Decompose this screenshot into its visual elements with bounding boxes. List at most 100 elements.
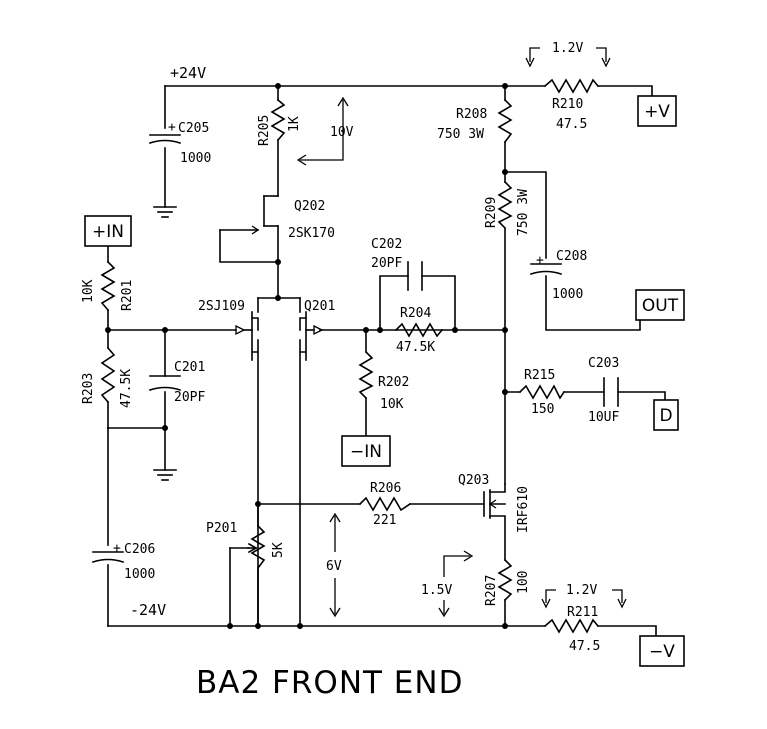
- resistor-r211: [543, 618, 600, 634]
- resistor-r205: [270, 98, 286, 142]
- ground-symbol-c201: [153, 469, 177, 481]
- svg-text:OUT: OUT: [642, 296, 679, 316]
- transistor-q202: [251, 225, 260, 235]
- port-plus-in: +IN: [84, 215, 132, 247]
- port-minus-v: −V: [639, 635, 685, 667]
- r203-value: 47.5K: [119, 369, 134, 408]
- q201-ref: Q201: [304, 299, 335, 314]
- p201-value: 5K: [271, 542, 286, 558]
- c205-value: 1000: [180, 151, 211, 166]
- r209-ref: R209: [484, 197, 499, 228]
- v-1-2v-top: 1.2V: [552, 41, 583, 56]
- v-10v: 10V: [330, 125, 354, 140]
- c202-ref: C202: [371, 237, 402, 252]
- r209-value: 750 3W: [516, 189, 531, 236]
- resistor-r204: [394, 322, 444, 338]
- port-d: D: [653, 399, 679, 431]
- junction-dots: [105, 83, 508, 629]
- r208-value: 750 3W: [437, 127, 484, 142]
- r210-value: 47.5: [556, 117, 587, 132]
- c205-ref: C205: [178, 121, 209, 136]
- resistor-r210: [543, 78, 600, 94]
- labels: +24V -24V + C205 1000 R205 1K 10V Q202 2…: [81, 41, 619, 701]
- wires: [107, 85, 666, 637]
- r211-value: 47.5: [569, 639, 600, 654]
- r205-ref: R205: [257, 115, 272, 146]
- r202-ref: R202: [378, 375, 409, 390]
- capacitor-c205: [148, 134, 182, 145]
- r204-value: 47.5K: [396, 340, 435, 355]
- transistor-q203: [488, 499, 497, 509]
- r205-value: 1K: [287, 116, 302, 132]
- resistor-r202: [358, 350, 374, 400]
- q202-ref: Q202: [294, 199, 325, 214]
- c206-ref: C206: [124, 542, 155, 557]
- port-out: OUT: [635, 289, 685, 321]
- r206-ref: R206: [370, 481, 401, 496]
- c202-value: 20PF: [371, 256, 402, 271]
- resistor-r206: [358, 496, 412, 512]
- capacitor-c206: [91, 551, 125, 564]
- r211-ref: R211: [567, 605, 598, 620]
- port-plus-v: +V: [637, 95, 677, 127]
- resistor-r207: [497, 558, 513, 602]
- c206-value: 1000: [124, 567, 155, 582]
- r215-ref: R215: [524, 368, 555, 383]
- c203-ref: C203: [588, 356, 619, 371]
- resistor-r209: [497, 180, 513, 230]
- c208-value: 1000: [552, 287, 583, 302]
- q202-part: 2SK170: [288, 226, 335, 241]
- resistor-r201: [100, 260, 116, 312]
- diagram-title: BA2 FRONT END: [196, 665, 463, 701]
- svg-text:D: D: [659, 406, 672, 426]
- arrow-10v: [296, 96, 349, 166]
- arrow-1-5v: [438, 550, 474, 618]
- r203-ref: R203: [81, 373, 96, 404]
- capacitor-c202: [407, 261, 423, 291]
- capacitor-c208: [529, 263, 563, 276]
- rail-negative-label: -24V: [130, 601, 166, 619]
- v-6v: 6V: [326, 559, 342, 574]
- p201-ref: P201: [206, 521, 237, 536]
- svg-text:−V: −V: [649, 642, 675, 662]
- svg-text:−IN: −IN: [350, 442, 382, 462]
- rail-positive-label: +24V: [170, 64, 206, 82]
- resistor-r215: [518, 384, 566, 400]
- q203-ref: Q203: [458, 473, 489, 488]
- v-1-5v: 1.5V: [421, 583, 452, 598]
- c201-value: 20PF: [174, 390, 205, 405]
- resistor-r208: [497, 98, 513, 144]
- transistor-q201: [235, 324, 324, 336]
- arrow-1-2v-top: [525, 47, 611, 68]
- port-minus-in: −IN: [341, 435, 391, 467]
- r206-value: 221: [373, 513, 396, 528]
- arrow-1-2v-bottom: [541, 589, 627, 609]
- arrow-6v: [329, 512, 341, 618]
- r201-value: 10K: [81, 279, 96, 303]
- c203-value: 10UF: [588, 410, 619, 425]
- svg-text:+IN: +IN: [92, 222, 124, 242]
- v-1-2v-bottom: 1.2V: [566, 583, 597, 598]
- q201-part: 2SJ109: [198, 299, 245, 314]
- r215-value: 150: [531, 402, 554, 417]
- c201-ref: C201: [174, 360, 205, 375]
- q203-part: IRF610: [516, 486, 531, 533]
- r202-value: 10K: [380, 397, 404, 412]
- resistor-r203: [100, 346, 116, 404]
- c206-polarity: +: [113, 541, 121, 556]
- r208-ref: R208: [456, 107, 487, 122]
- potentiometer-p201: [247, 524, 266, 570]
- ground-symbol-c205: [153, 206, 177, 218]
- r201-ref: R201: [120, 280, 135, 311]
- r207-value: 100: [516, 571, 531, 594]
- r204-ref: R204: [400, 306, 431, 321]
- c205-polarity: +: [168, 120, 176, 135]
- svg-text:+V: +V: [644, 102, 670, 122]
- capacitor-c203: [603, 377, 619, 407]
- c208-polarity: +: [536, 253, 544, 268]
- r210-ref: R210: [552, 97, 583, 112]
- capacitor-c201: [148, 375, 182, 392]
- r207-ref: R207: [484, 575, 499, 606]
- c208-ref: C208: [556, 249, 587, 264]
